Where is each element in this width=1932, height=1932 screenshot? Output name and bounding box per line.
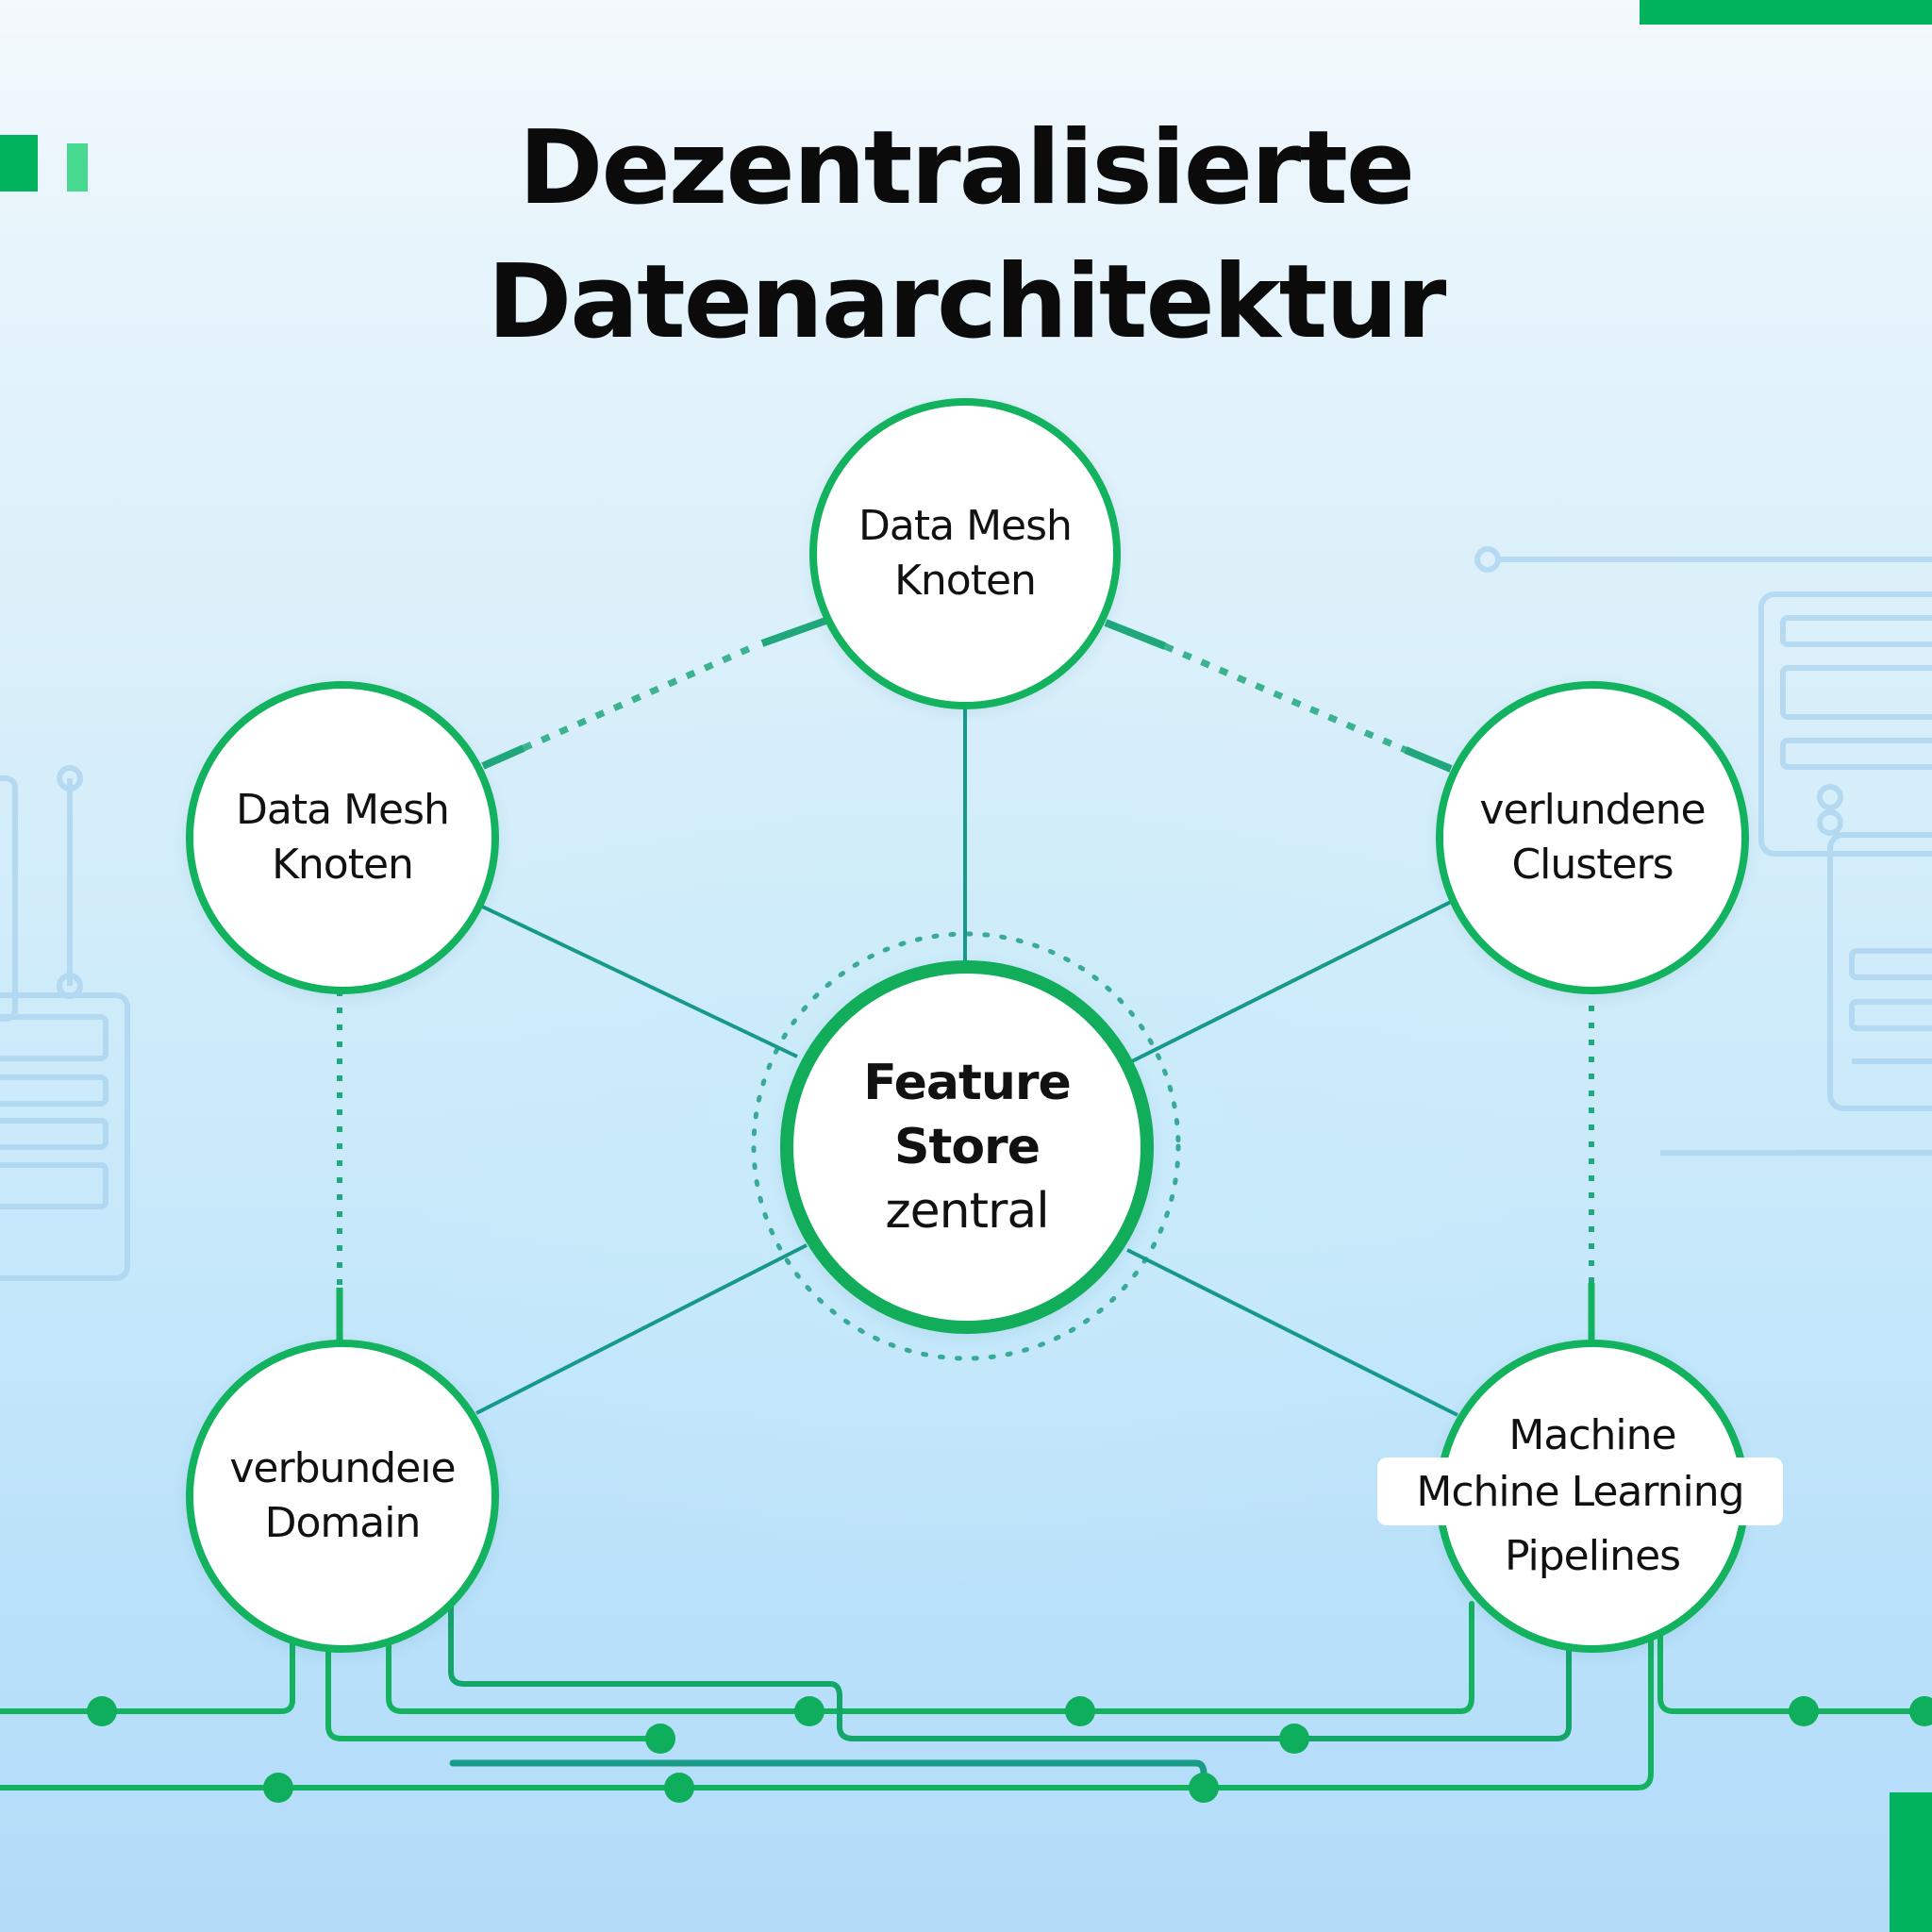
node-label: Knoten	[272, 841, 414, 889]
node-label: Domain	[264, 1499, 422, 1547]
title-line-1: Dezentralisierte	[518, 109, 1415, 227]
node-label: Store	[894, 1119, 1041, 1175]
node-label: Machine	[1508, 1411, 1676, 1459]
accent-square-left	[0, 135, 38, 192]
node-label: Feature	[863, 1055, 1072, 1111]
page-title: Dezentralisierte Datenarchitektur	[0, 102, 1932, 370]
node-ml-pipelines-overlay-label: Mchine Learning	[1377, 1457, 1783, 1525]
vertical-connectors	[336, 989, 1595, 1344]
node-connected-clusters[interactable]: verlundene Clusters	[1436, 681, 1749, 994]
dotted-connectors	[481, 616, 1453, 773]
accent-bar-top-right	[1640, 0, 1932, 25]
title-line-2: Datenarchitektur	[487, 243, 1447, 361]
spoke-connectors	[475, 698, 1458, 1417]
circuit-nodes	[87, 1696, 1932, 1803]
accent-bar-bottom-right	[1890, 1792, 1932, 1932]
node-label: Knoten	[894, 557, 1037, 605]
node-label: Data Mesh	[858, 502, 1073, 550]
node-data-mesh-top[interactable]: Data Mesh Knoten	[809, 398, 1121, 709]
node-label: verbundeıe	[229, 1444, 456, 1492]
node-label: zentral	[885, 1183, 1049, 1240]
node-connected-domain[interactable]: verbundeıe Domain	[186, 1340, 499, 1653]
node-label: Clusters	[1511, 841, 1674, 889]
node-feature-store[interactable]: Feature Store zentral	[780, 960, 1154, 1334]
node-label: Pipelines	[1504, 1532, 1681, 1580]
node-label: Data Mesh	[236, 786, 450, 834]
node-label: verlundene	[1479, 786, 1706, 834]
server-rack-icon	[1474, 546, 1932, 1156]
server-rack-icon	[0, 765, 130, 1281]
node-data-mesh-left[interactable]: Data Mesh Knoten	[186, 681, 499, 994]
accent-square-left-light	[67, 143, 88, 192]
